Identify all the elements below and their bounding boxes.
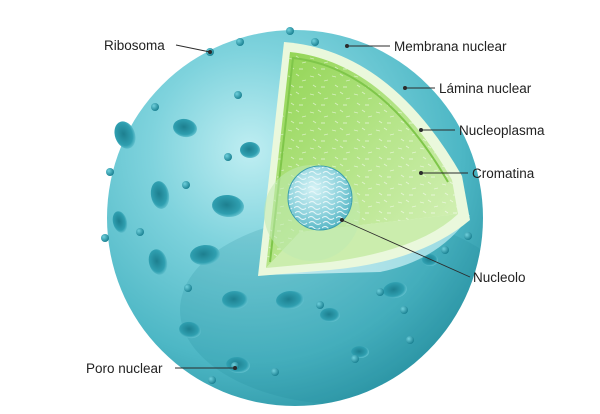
ribosome: [441, 246, 449, 254]
nuclear-pore: [276, 290, 304, 310]
ribosomes: [101, 27, 472, 384]
ribosome: [182, 181, 190, 189]
nucleolus: [264, 165, 360, 261]
ribosome: [151, 103, 159, 111]
label-nucleoplasma: Nucleoplasma: [459, 123, 545, 138]
ribosome: [271, 368, 279, 376]
nuclear-pore: [150, 181, 170, 209]
ribosome: [236, 38, 244, 46]
ribosome: [234, 91, 242, 99]
ribosome: [351, 355, 359, 363]
nuclear-pore: [320, 308, 340, 322]
nuclear-pore: [179, 321, 201, 339]
label-nucleolo: Nucleolo: [473, 270, 526, 285]
nuclear-pore: [148, 249, 168, 275]
ribosome: [208, 376, 216, 384]
label-lamina-nuclear: Lámina nuclear: [439, 81, 532, 96]
nuclear-pore: [112, 211, 128, 233]
ribosome: [406, 336, 414, 344]
nuclear-pores: [112, 118, 438, 374]
leader-lines: [175, 44, 471, 370]
ribosome: [311, 38, 319, 46]
ribosome: [376, 288, 384, 296]
nuclear-pore: [190, 244, 220, 266]
nuclear-pore: [351, 346, 369, 358]
nuclear-pore: [114, 121, 136, 149]
ribosome: [136, 228, 144, 236]
ribosome: [464, 232, 472, 240]
nuclear-pore: [212, 194, 244, 218]
label-ribosoma: Ribosoma: [104, 38, 165, 53]
nuclear-pore: [383, 281, 407, 299]
ribosome: [106, 168, 114, 176]
ribosome: [286, 27, 294, 35]
ribosome: [184, 284, 192, 292]
ribosome: [316, 301, 324, 309]
label-cromatina: Cromatina: [472, 166, 535, 181]
ribosome: [400, 306, 408, 314]
nuclear-pore: [222, 291, 248, 309]
nuclear-pore: [240, 142, 260, 158]
ribosome: [224, 153, 232, 161]
label-poro-nuclear: Poro nuclear: [86, 361, 163, 376]
ribosome: [101, 234, 109, 242]
label-membrana-nuclear: Membrana nuclear: [394, 39, 507, 54]
nuclear-pore: [173, 118, 197, 138]
